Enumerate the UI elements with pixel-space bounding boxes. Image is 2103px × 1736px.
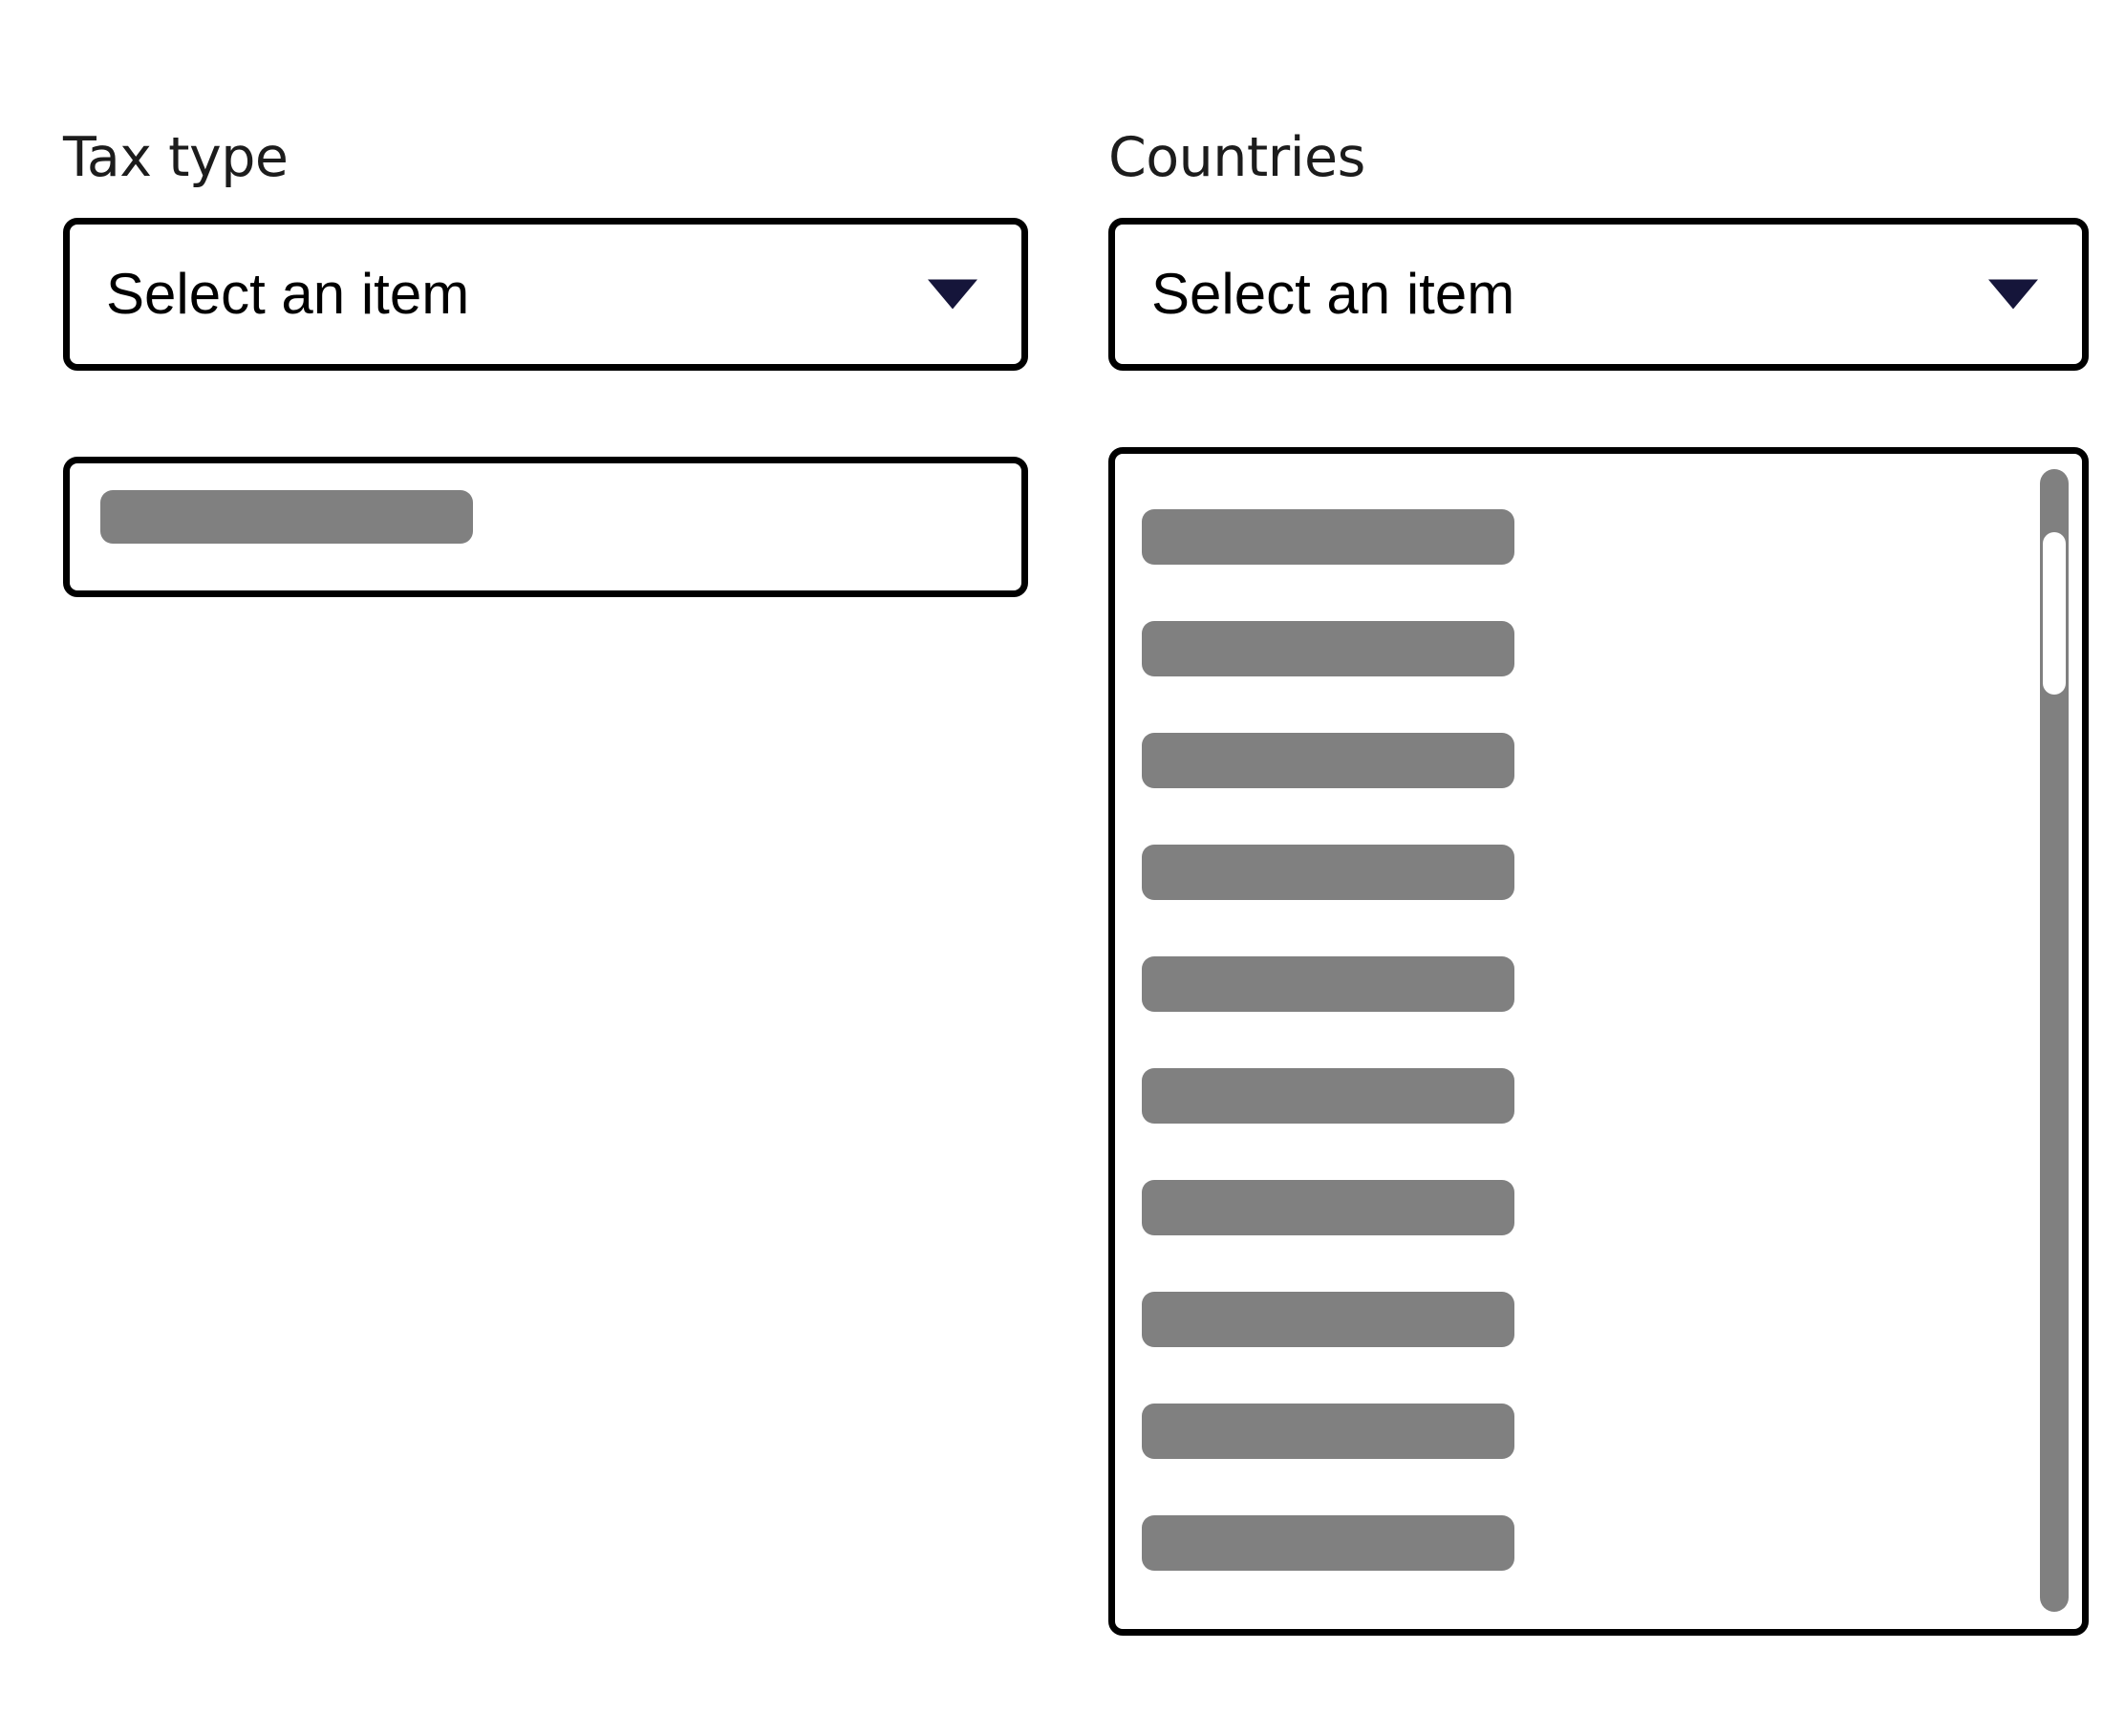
- option-list-countries-inner: [1115, 454, 2082, 1629]
- list-item-placeholder: [1142, 1068, 1514, 1124]
- field-label-countries: Countries: [1108, 126, 1365, 189]
- option-list-tax-type-inner: [70, 463, 1021, 590]
- list-item-placeholder: [100, 594, 473, 597]
- select-countries[interactable]: Select an item: [1108, 218, 2089, 371]
- caret-down-icon: [1988, 279, 2038, 310]
- list-item-placeholder: [1142, 621, 1514, 676]
- list-item-placeholder: [1142, 1180, 1514, 1235]
- list-item-placeholder: [1142, 509, 1514, 565]
- caret-down-icon: [928, 279, 977, 310]
- list-item-placeholder: [1142, 1292, 1514, 1347]
- list-item-placeholder: [1142, 733, 1514, 788]
- list-item-placeholder: [1142, 1404, 1514, 1459]
- list-item-placeholder: [100, 490, 473, 544]
- option-list-tax-type[interactable]: [63, 457, 1028, 597]
- field-label-tax-type: Tax type: [63, 126, 289, 189]
- scrollbar-countries[interactable]: [2040, 469, 2069, 1612]
- option-list-countries[interactable]: [1108, 447, 2089, 1636]
- select-tax-type-value: Select an item: [106, 262, 470, 326]
- select-countries-value: Select an item: [1151, 262, 1515, 326]
- scrollbar-thumb[interactable]: [2043, 532, 2066, 695]
- list-item-placeholder: [1142, 845, 1514, 900]
- list-item-placeholder: [1142, 1515, 1514, 1571]
- list-item-placeholder: [1142, 956, 1514, 1012]
- select-tax-type[interactable]: Select an item: [63, 218, 1028, 371]
